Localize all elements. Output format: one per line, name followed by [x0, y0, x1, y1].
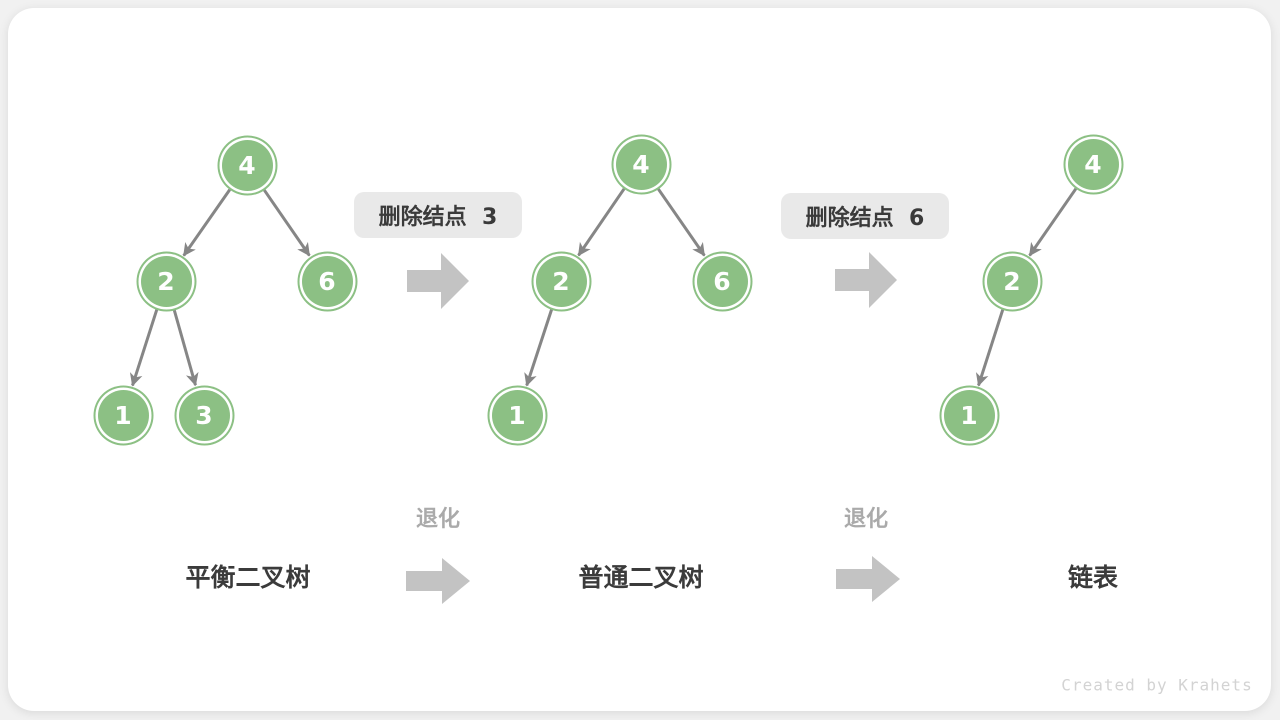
ordinary-binary-tree-label: 普通二叉树: [578, 563, 704, 592]
tree-edge-ordinary-binary-tree-2-1: [524, 309, 554, 387]
degrade-label-2: 退化: [843, 507, 889, 532]
tree-edge-linked-list-4-2: [1028, 187, 1078, 257]
tree-node-ordinary-binary-tree-2: 2: [535, 255, 587, 307]
delete-node-6-label: 删除结点 6: [805, 206, 925, 231]
block-arrow-degrade-1: [406, 558, 470, 604]
tree-node-balanced-binary-tree-1: 1: [97, 389, 149, 441]
delete-node-6-badge: 删除结点 6: [781, 193, 949, 239]
tree-node-ordinary-binary-tree-4: 4: [615, 138, 667, 190]
balanced-binary-tree-label: 平衡二叉树: [185, 563, 311, 592]
tree-node-balanced-binary-tree-6: 6: [301, 255, 353, 307]
tree-edge-ordinary-binary-tree-4-6: [656, 187, 706, 257]
tree-node-linked-list-4: 4: [1067, 138, 1119, 190]
block-arrow-degrade-2: [836, 556, 900, 602]
tree-node-linked-list-1: 1: [943, 389, 995, 441]
block-arrow-tree-1: [407, 253, 469, 309]
tree-edge-balanced-binary-tree-2-1: [129, 309, 159, 387]
diagram-card: [8, 8, 1271, 711]
tree-node-linked-list-2: 2: [986, 255, 1038, 307]
tree-node-balanced-binary-tree-3: 3: [178, 389, 230, 441]
delete-node-3-badge: 删除结点 3: [354, 192, 522, 238]
tree-node-ordinary-binary-tree-6: 6: [696, 255, 748, 307]
tree-edge-balanced-binary-tree-2-3: [172, 309, 199, 387]
degrade-label-1: 退化: [415, 507, 461, 532]
tree-node-ordinary-binary-tree-1: 1: [491, 389, 543, 441]
delete-node-3-label: 删除结点 3: [378, 205, 498, 230]
watermark: Created by Krahets: [1061, 675, 1253, 695]
tree-edge-linked-list-2-1: [975, 309, 1005, 387]
tree-node-balanced-binary-tree-4: 4: [221, 139, 273, 191]
block-arrow-tree-2: [835, 252, 897, 308]
linked-list-label: 链表: [1067, 563, 1119, 592]
tree-node-balanced-binary-tree-2: 2: [140, 255, 192, 307]
tree-edge-ordinary-binary-tree-4-2: [577, 187, 626, 257]
tree-edge-balanced-binary-tree-4-6: [262, 188, 311, 257]
tree-edge-balanced-binary-tree-4-2: [182, 188, 232, 257]
